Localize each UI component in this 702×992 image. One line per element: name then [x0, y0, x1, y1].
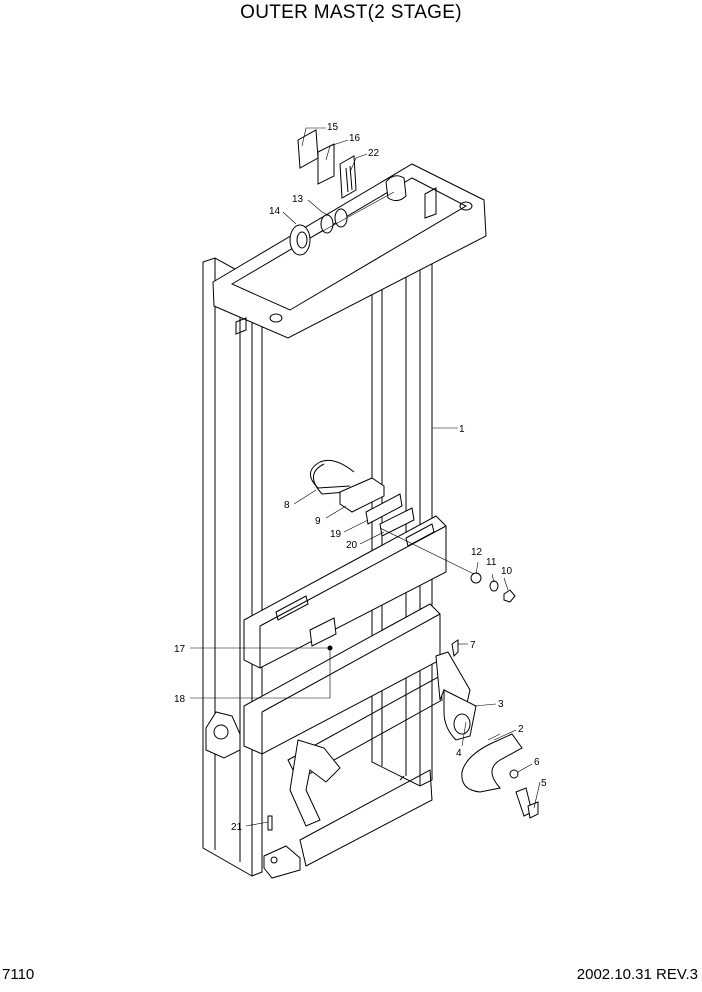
top-crossmember: [212, 163, 487, 339]
middle-crossmember: [243, 515, 447, 669]
nut-washer-stack: [470, 572, 516, 603]
callout-4: 4: [456, 748, 462, 759]
callout-20: 20: [346, 540, 358, 551]
callout-numbers: 1 2 3 4 5 6 7 8 9 10 11 12 13 14 15 16 1…: [174, 122, 547, 833]
liner-plates: [297, 129, 357, 199]
callout-17: 17: [174, 644, 186, 655]
tilt-cap-assembly: [443, 639, 539, 819]
bearing-and-shims: [289, 191, 395, 256]
right-upright-rail: [371, 215, 433, 787]
pin-21: [267, 815, 273, 831]
page-title: OUTER MAST(2 STAGE): [240, 2, 462, 23]
callout-8: 8: [284, 500, 290, 511]
callout-13: 13: [292, 194, 304, 205]
callout-1: 1: [459, 424, 465, 435]
callout-2: 2: [518, 724, 524, 735]
callout-12: 12: [471, 547, 483, 558]
callout-9: 9: [315, 516, 321, 527]
callout-19: 19: [330, 529, 342, 540]
page-code: 7110: [2, 966, 35, 983]
callout-14: 14: [269, 206, 281, 217]
revision-date: 2002.10.31 REV.3: [576, 966, 698, 983]
left-upright-rail: [202, 257, 263, 877]
callout-7: 7: [470, 640, 476, 651]
callout-18: 18: [174, 694, 186, 705]
lower-crossmember: [205, 603, 441, 759]
callout-5: 5: [541, 778, 547, 789]
callout-22: 22: [368, 148, 380, 159]
callout-15: 15: [327, 122, 339, 133]
callout-3: 3: [498, 699, 504, 710]
callout-16: 16: [349, 133, 361, 144]
callout-10: 10: [501, 566, 513, 577]
callout-11: 11: [486, 557, 497, 568]
callout-6: 6: [534, 757, 540, 768]
leader-lines: [190, 127, 541, 827]
u-bolt-clamp-assembly: [310, 459, 479, 577]
callout-21: 21: [231, 822, 243, 833]
